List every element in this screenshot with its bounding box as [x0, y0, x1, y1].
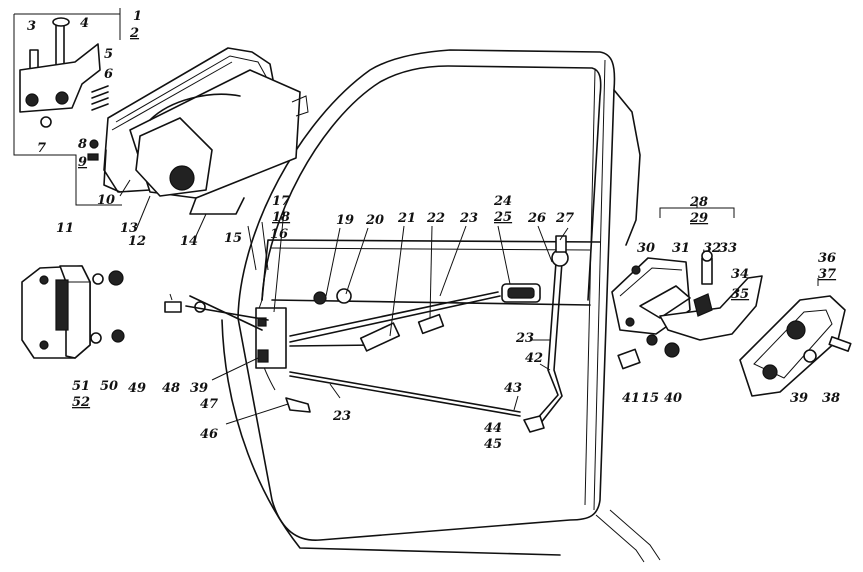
- label-21: 21: [397, 211, 416, 226]
- label-41: 41: [622, 391, 640, 406]
- label-25: 25: [493, 210, 512, 225]
- label-47: 47: [200, 397, 218, 412]
- label-23-right: 23: [515, 331, 534, 346]
- lock-body: [21, 265, 125, 359]
- label-37: 37: [818, 267, 836, 282]
- label-23-top: 23: [459, 211, 478, 226]
- label-33: 33: [719, 241, 737, 256]
- label-48: 48: [162, 381, 180, 396]
- label-16: 16: [270, 227, 288, 242]
- label-49: 49: [128, 381, 146, 396]
- label-4: 4: [80, 16, 89, 31]
- label-3: 3: [27, 19, 36, 34]
- label-27: 27: [555, 211, 574, 226]
- label-50: 50: [100, 379, 118, 394]
- inner-handle-assembly: [611, 200, 763, 370]
- label-36: 36: [818, 251, 836, 266]
- label-22: 22: [426, 211, 445, 226]
- label-6: 6: [104, 67, 113, 82]
- label-24: 24: [493, 194, 512, 209]
- handle-bezel: [739, 278, 852, 397]
- label-19: 19: [336, 213, 354, 228]
- label-45: 45: [484, 437, 502, 452]
- leader-lines: [119, 179, 569, 425]
- label-12: 12: [128, 234, 146, 249]
- label-5: 5: [104, 47, 113, 62]
- label-29: 29: [689, 211, 708, 226]
- label-13: 13: [120, 221, 138, 236]
- label-7: 7: [37, 141, 46, 156]
- label-31: 31: [672, 241, 690, 256]
- label-38: 38: [822, 391, 840, 406]
- label-28: 28: [689, 195, 708, 210]
- label-11: 11: [56, 221, 74, 236]
- label-51: 51: [72, 379, 90, 394]
- label-43: 43: [504, 381, 522, 396]
- label-42: 42: [525, 351, 543, 366]
- vertical-lock-rod: [523, 235, 569, 433]
- label-39-right: 39: [790, 391, 808, 406]
- label-2: 2: [129, 26, 139, 41]
- label-34: 34: [731, 267, 749, 282]
- label-35: 35: [731, 287, 749, 302]
- label-17: 17: [272, 194, 290, 209]
- label-39-left: 39: [190, 381, 208, 396]
- label-8: 8: [78, 137, 87, 152]
- lock-rods-and-links: [164, 288, 521, 417]
- label-32: 32: [703, 241, 721, 256]
- inner-release-handle: [501, 283, 541, 303]
- label-26: 26: [527, 211, 546, 226]
- label-40: 40: [664, 391, 682, 406]
- label-30: 30: [637, 241, 655, 256]
- label-14: 14: [180, 234, 198, 249]
- label-20: 20: [365, 213, 384, 228]
- label-52: 52: [72, 395, 90, 410]
- label-15-lower: 15: [641, 391, 659, 406]
- handle-lever-parts: [19, 17, 109, 161]
- label-23-bottom: 23: [332, 409, 351, 424]
- label-1: 1: [133, 9, 142, 24]
- label-44: 44: [484, 421, 502, 436]
- label-10: 10: [97, 193, 115, 208]
- group-bracket-1-7: [13, 8, 122, 206]
- outer-handle-housing: [103, 47, 309, 215]
- label-9: 9: [78, 155, 87, 170]
- label-18: 18: [272, 210, 290, 225]
- part-number-labels: 1 2 3 4 5 6 7 8 9 10 11 12 13 14 15 16 1…: [27, 9, 840, 452]
- label-46: 46: [200, 427, 218, 442]
- label-15-upper: 15: [224, 231, 242, 246]
